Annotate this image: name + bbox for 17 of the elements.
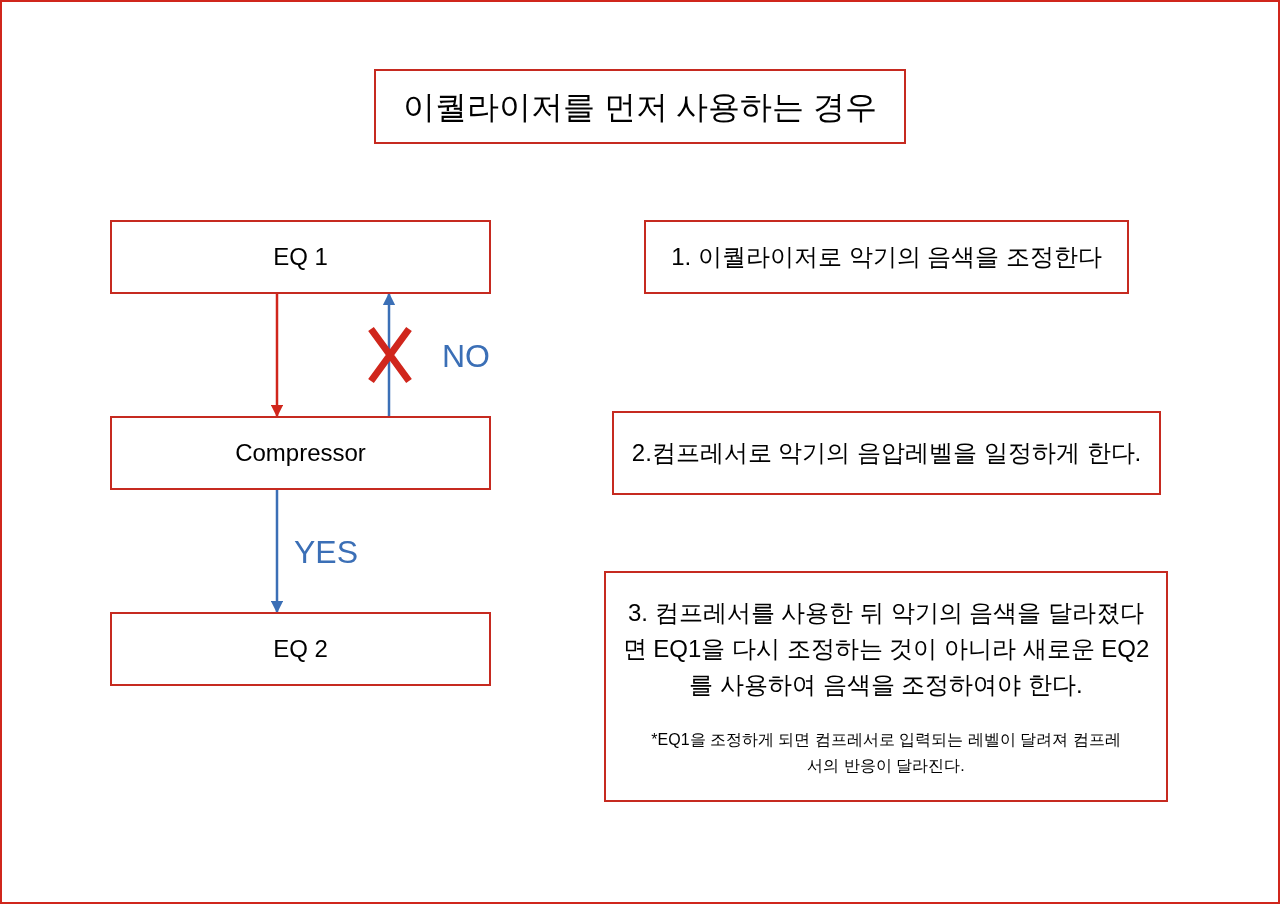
box-text: 1. 이퀄라이저로 악기의 음색을 조정한다 <box>671 242 1102 272</box>
arrow <box>270 294 284 418</box>
box-text: EQ 2 <box>273 634 328 664</box>
process-box <box>110 416 491 490</box>
box-text: EQ 1 <box>273 242 328 272</box>
box-text: Compressor <box>235 438 366 468</box>
process-box <box>110 612 491 686</box>
box-text: 2.컴프레서로 악기의 음압레벨을 일정하게 한다. <box>631 438 1142 468</box>
footnote-text: *EQ1을 조정하게 되면 컴프레서로 입력되는 레벨이 달려져 컴프레서의 반응이 달라진다. <box>650 729 1122 776</box>
process-box <box>110 220 491 294</box>
process-box <box>644 220 1129 294</box>
arrow <box>382 292 396 416</box>
box-text: 3. 컴프레서를 사용한 뒤 악기의 음색을 달라졌다면 EQ1을 다시 조정하는 것이 아니라 새로운 EQ2를 사용하여 음색을 조정하여야 한다. <box>621 597 1151 700</box>
title-box: 이퀄라이저를 먼저 사용하는 경우 <box>374 69 906 144</box>
process-box <box>604 571 1168 802</box>
arrow <box>270 490 284 614</box>
process-box <box>612 411 1161 495</box>
